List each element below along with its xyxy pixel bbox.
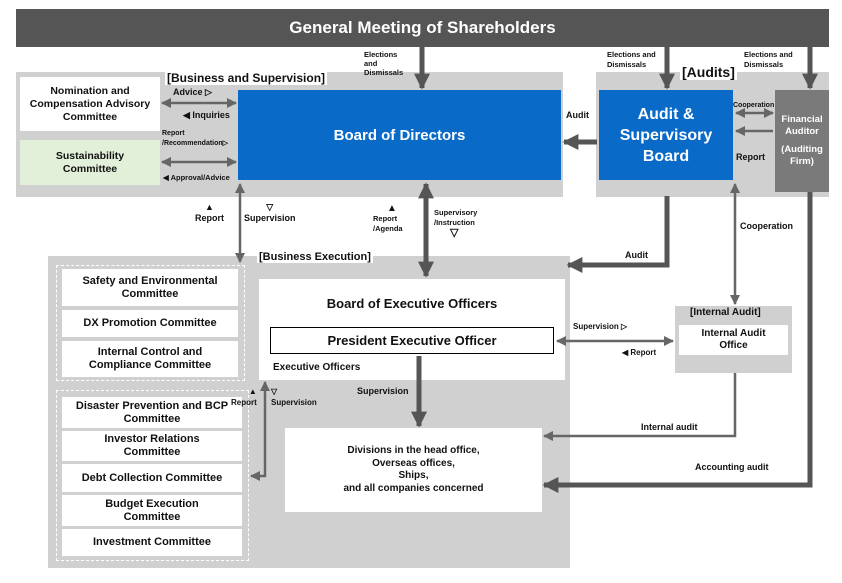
label-report-rec-1: Report bbox=[162, 130, 185, 137]
label-elections-right: Elections and Dismissals bbox=[744, 50, 793, 70]
label-report-agenda: ▲ Report /Agenda bbox=[373, 204, 403, 234]
committee-budget: Budget Execution Committee bbox=[62, 495, 242, 526]
committee-internal-control: Internal Control and Compliance Committe… bbox=[62, 341, 238, 377]
committee-dx: DX Promotion Committee bbox=[62, 310, 238, 337]
board-of-directors: Board of Directors bbox=[238, 90, 561, 180]
label-report-g2: ▲ Report bbox=[231, 387, 257, 407]
sustainability-committee: Sustainability Committee bbox=[20, 140, 160, 185]
sustainability-committee-label: Sustainability Committee bbox=[55, 149, 125, 175]
label-advice: Advice ▷ bbox=[173, 87, 212, 97]
divisions-box: Divisions in the head office, Overseas o… bbox=[285, 428, 542, 512]
label-cooperation-top: Cooperation bbox=[733, 102, 775, 109]
label-elections-left-2: and bbox=[364, 59, 378, 68]
committee-group-1 bbox=[56, 265, 245, 381]
label-report-rec-2: /Recommendation▷ bbox=[162, 140, 229, 147]
committee-internal-control-label: Internal Control and Compliance Committe… bbox=[88, 346, 212, 371]
nomination-committee-label: Nomination and Compensation Advisory Com… bbox=[29, 84, 151, 123]
label-audit-exec: Audit bbox=[625, 250, 648, 260]
internal-audit-office: Internal Audit Office bbox=[679, 325, 788, 355]
label-inquiries: ◀ Inquiries bbox=[183, 110, 230, 120]
president-executive-officer: President Executive Officer bbox=[270, 327, 554, 354]
label-approval: ◀ Approval/Advice bbox=[163, 173, 230, 182]
label-report-agenda-3: /Agenda bbox=[373, 224, 403, 233]
committee-disaster-label: Disaster Prevention and BCP Committee bbox=[75, 399, 229, 425]
executive-officers-label: Executive Officers bbox=[273, 362, 361, 373]
label-elections-left-3: Dismissals bbox=[364, 68, 404, 77]
business-supervision-title: [Business and Supervision] bbox=[165, 71, 328, 85]
label-supervision-div: Supervision bbox=[357, 386, 409, 396]
label-supervisory-1: Supervisory bbox=[434, 208, 478, 217]
arrow-asb-exec bbox=[566, 196, 670, 274]
label-internal-audit: Internal audit bbox=[641, 422, 698, 432]
label-elections-right-2: Dismissals bbox=[744, 60, 784, 69]
label-supervision-left: ▽ Supervision bbox=[244, 202, 296, 223]
label-audit-bod: Audit bbox=[566, 110, 589, 120]
arrow-ia-divisions bbox=[543, 373, 737, 441]
label-supervision-g2: ▽ Supervision bbox=[271, 387, 317, 407]
nomination-committee: Nomination and Compensation Advisory Com… bbox=[20, 77, 160, 131]
arrow-fa-accounting bbox=[542, 192, 813, 494]
internal-audit-office-label: Internal Audit Office bbox=[701, 328, 766, 351]
arrow-exec-group2 bbox=[250, 381, 270, 481]
board-of-executive-officers: Board of Executive Officers President Ex… bbox=[259, 279, 565, 380]
label-report-ia: ◀ Report bbox=[622, 348, 657, 357]
divisions-line-1: Divisions in the head office, bbox=[347, 445, 480, 456]
committee-investor: Investor Relations Committee bbox=[62, 431, 242, 461]
label-supervisory-3: ▽ bbox=[450, 227, 459, 239]
auditing-firm-label: (Auditing Firm) bbox=[781, 144, 823, 167]
label-report-agenda-1: ▲ bbox=[387, 203, 397, 214]
committee-investor-label: Investor Relations Committee bbox=[104, 433, 200, 458]
committee-investment: Investment Committee bbox=[62, 529, 242, 556]
committee-dx-label: DX Promotion Committee bbox=[83, 317, 217, 329]
committee-group-2 bbox=[56, 390, 249, 561]
committee-debt-label: Debt Collection Committee bbox=[81, 471, 223, 484]
committee-investment-label: Investment Committee bbox=[93, 536, 211, 548]
label-report-fa: Report bbox=[736, 152, 765, 162]
board-of-directors-label: Board of Directors bbox=[333, 126, 466, 144]
board-exec-officers-title: Board of Executive Officers bbox=[326, 296, 498, 311]
divisions-line-3: Ships, bbox=[398, 470, 429, 481]
label-cooperation-mid: Cooperation bbox=[740, 221, 793, 231]
committee-safety: Safety and Environmental Committee bbox=[62, 269, 238, 306]
label-report-left: ▲ Report bbox=[195, 202, 224, 223]
label-elections-right-1: Elections and bbox=[744, 50, 793, 59]
divisions-line-4: and all companies concerned bbox=[343, 482, 484, 494]
label-supervisory-2: /Instruction bbox=[434, 218, 475, 227]
label-report-agenda-2: Report bbox=[373, 214, 398, 223]
audits-title: [Audits] bbox=[680, 64, 737, 80]
label-accounting-audit: Accounting audit bbox=[695, 462, 769, 472]
committee-disaster: Disaster Prevention and BCP Committee bbox=[62, 397, 242, 428]
label-elections-mid: Elections and Dismissals bbox=[607, 50, 656, 70]
financial-auditor-label: Financial Auditor bbox=[781, 114, 823, 137]
committee-safety-label: Safety and Environmental Committee bbox=[82, 274, 218, 300]
audit-supervisory-board: Audit & Supervisory Board bbox=[599, 90, 733, 180]
audit-supervisory-board-label: Audit & Supervisory Board bbox=[619, 105, 713, 165]
header-bar: General Meeting of Shareholders bbox=[16, 9, 829, 47]
label-elections-mid-1: Elections and bbox=[607, 50, 656, 59]
header-title: General Meeting of Shareholders bbox=[289, 18, 556, 37]
committee-debt: Debt Collection Committee bbox=[62, 464, 242, 492]
label-supervision-ia: Supervision ▷ bbox=[573, 322, 628, 331]
label-supervisory-instruction: Supervisory /Instruction ▽ bbox=[434, 208, 478, 239]
president-label: President Executive Officer bbox=[327, 333, 497, 348]
business-execution-title: [Business Execution] bbox=[257, 251, 373, 263]
financial-auditor: Financial Auditor (Auditing Firm) bbox=[775, 90, 829, 192]
label-elections-left-1: Elections bbox=[364, 50, 398, 59]
label-elections-left: Elections and Dismissals bbox=[364, 50, 403, 77]
label-elections-mid-2: Dismissals bbox=[607, 60, 647, 69]
divisions-line-2: Overseas offices, bbox=[372, 457, 455, 469]
label-report-rec: Report /Recommendation▷ bbox=[162, 129, 228, 149]
internal-audit-title: [Internal Audit] bbox=[690, 307, 761, 318]
committee-budget-label: Budget Execution Committee bbox=[105, 497, 199, 523]
